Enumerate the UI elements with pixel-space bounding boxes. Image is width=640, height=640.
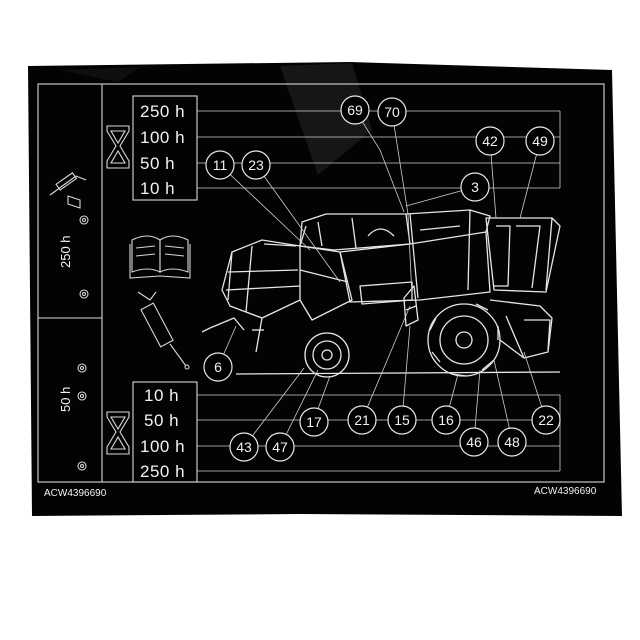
callout-label: 22 (538, 412, 554, 428)
callout-42 (475, 126, 505, 156)
bottom-interval-50: 50 h (144, 411, 179, 430)
callout-3 (460, 172, 490, 202)
grease-point-icons (77, 215, 89, 471)
callouts-top: 69 70 42 49 11 23 3 (205, 95, 555, 202)
callout-23 (241, 150, 271, 180)
side-label-250h: 250 h (58, 235, 73, 268)
callout-48 (497, 427, 527, 457)
bottom-interval-100: 100 h (140, 437, 185, 456)
callout-69 (340, 95, 370, 125)
callout-label: 15 (394, 412, 410, 428)
large-grease-gun-icon (137, 291, 190, 370)
callout-label: 23 (248, 157, 264, 173)
callout-label: 21 (354, 412, 370, 428)
top-interval-100: 100 h (140, 128, 185, 147)
side-label-50h: 50 h (58, 387, 73, 412)
bottom-interval-table: 10 h 50 h 100 h 250 h (132, 381, 561, 483)
callout-label: 46 (466, 434, 482, 450)
callout-17 (299, 407, 329, 437)
callout-label: 49 (532, 133, 548, 149)
part-code-left: ACW4396690 (44, 488, 107, 499)
hourglass-icon (106, 125, 130, 169)
callout-label: 69 (347, 102, 363, 118)
callout-label: 47 (272, 439, 288, 455)
callout-47 (265, 432, 295, 462)
outer-border (37, 83, 605, 483)
callout-label: 43 (236, 439, 252, 455)
callout-22 (531, 405, 561, 435)
bottom-interval-250: 250 h (140, 462, 185, 481)
callout-6 (203, 352, 233, 382)
callout-21 (347, 405, 377, 435)
callout-70 (377, 97, 407, 127)
top-interval-50: 50 h (140, 154, 175, 173)
grease-gun-icon (49, 172, 87, 196)
callout-label: 6 (214, 359, 222, 375)
callout-label: 48 (504, 434, 520, 450)
callout-15 (387, 405, 417, 435)
callout-label: 42 (482, 133, 498, 149)
callout-16 (431, 405, 461, 435)
callout-label: 11 (213, 157, 228, 173)
bottom-interval-10: 10 h (144, 386, 179, 405)
callout-label: 70 (384, 104, 400, 120)
gloss-highlight (280, 63, 372, 175)
part-code-right: ACW4396690 (534, 486, 597, 497)
gloss-highlight-2 (60, 67, 140, 82)
callout-46 (459, 427, 489, 457)
callout-label: 17 (306, 414, 322, 430)
hourglass-icon-lower (106, 411, 130, 455)
callout-11 (205, 150, 235, 180)
callout-49 (525, 126, 555, 156)
callout-43 (229, 432, 259, 462)
callout-label: 3 (471, 179, 479, 195)
callouts-bottom: 6 17 21 15 16 22 43 47 46 48 (203, 352, 561, 462)
top-interval-250: 250 h (140, 102, 185, 121)
grease-nipple-icon (67, 195, 81, 209)
manual-book-icon (129, 235, 191, 279)
combine-harvester-drawing (201, 209, 561, 378)
callout-label: 16 (438, 412, 454, 428)
top-interval-10: 10 h (140, 179, 175, 198)
